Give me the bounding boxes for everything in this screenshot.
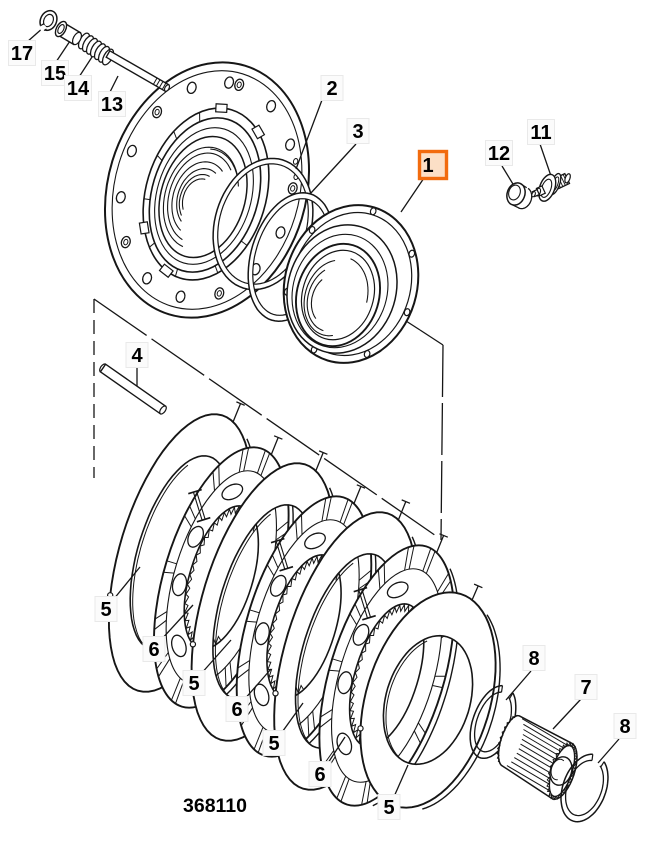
svg-text:2: 2 — [326, 78, 337, 100]
svg-text:6: 6 — [148, 639, 159, 661]
svg-text:1: 1 — [422, 155, 433, 177]
svg-text:5: 5 — [268, 733, 279, 755]
svg-text:3: 3 — [352, 121, 363, 143]
svg-text:6: 6 — [231, 699, 242, 721]
svg-text:6: 6 — [314, 764, 325, 786]
svg-text:13: 13 — [101, 94, 123, 116]
svg-text:11: 11 — [530, 122, 551, 144]
svg-text:15: 15 — [44, 63, 66, 85]
svg-text:14: 14 — [67, 78, 90, 100]
svg-text:7: 7 — [580, 677, 591, 699]
svg-text:12: 12 — [488, 143, 510, 165]
svg-text:8: 8 — [619, 716, 630, 738]
svg-text:5: 5 — [188, 673, 199, 695]
svg-text:368110: 368110 — [183, 795, 247, 817]
svg-text:4: 4 — [131, 345, 143, 367]
svg-text:8: 8 — [528, 648, 539, 670]
svg-text:5: 5 — [383, 797, 394, 819]
svg-text:5: 5 — [100, 599, 111, 621]
svg-text:17: 17 — [11, 43, 33, 65]
